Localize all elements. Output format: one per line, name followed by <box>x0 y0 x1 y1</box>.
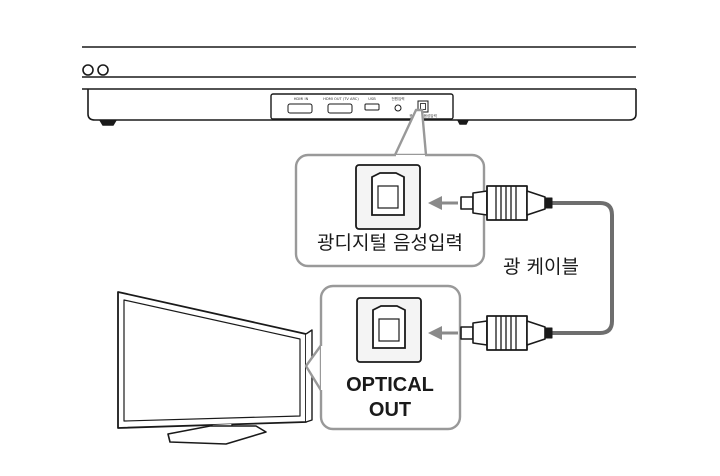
plug-top-body <box>486 185 528 221</box>
port-label-usb: USB <box>368 97 376 101</box>
plug-bottom-cable-end <box>544 327 553 339</box>
cable-plug-bottom <box>460 315 553 351</box>
port-label-power: 전원입력 <box>391 96 404 101</box>
callout-optical-out: OPTICAL OUT <box>304 284 462 431</box>
television <box>117 291 313 445</box>
optical-cable-line <box>550 201 614 335</box>
soundbar <box>82 46 637 126</box>
power-port <box>394 104 402 112</box>
optical-out-label-line1: OPTICAL <box>346 374 434 396</box>
callout-pointer-bottom <box>304 343 324 393</box>
insert-arrow-top <box>428 196 458 210</box>
optical-input-label: 광디지털 음성입력 <box>317 232 463 254</box>
plug-top-collar <box>472 190 488 216</box>
callout-optical-input: 광디지털 음성입력 <box>294 108 486 268</box>
soundbar-foot-left <box>99 119 117 126</box>
optical-out-port-socket <box>372 305 406 349</box>
tv-stand-base <box>167 425 267 445</box>
optical-cable-label: 광 케이블 <box>503 256 579 278</box>
rear-connector-panel: HDMI IN HDMI OUT (TV ARC) USB 전원입력 광디지털 … <box>270 93 454 120</box>
optical-input-port-socket <box>371 172 405 216</box>
port-label-hdmi-out: HDMI OUT (TV ARC) <box>323 97 359 101</box>
plug-top-cable-end <box>544 197 553 209</box>
soundbar-button-1 <box>82 64 94 76</box>
soundbar-rear-body <box>87 89 637 121</box>
soundbar-foot-right <box>457 119 469 125</box>
arrow-top-head <box>428 196 442 210</box>
arrow-bottom-head <box>428 326 442 340</box>
plug-top-tip <box>460 196 474 210</box>
hdmi-in-port <box>287 103 313 114</box>
optical-out-port-inner <box>378 318 400 342</box>
soundbar-button-2 <box>97 64 109 76</box>
insert-arrow-bottom <box>428 326 458 340</box>
plug-top-strain-relief <box>526 190 546 216</box>
hdmi-out-port <box>327 103 353 114</box>
cable-plug-top <box>460 185 553 221</box>
plug-bottom-strain-relief <box>526 320 546 346</box>
usb-port <box>364 103 380 111</box>
tv-screen <box>123 299 301 422</box>
plug-bottom-grip <box>495 316 517 350</box>
plug-bottom-body <box>486 315 528 351</box>
callout-pointer-top <box>393 108 428 156</box>
port-label-hdmi-in: HDMI IN <box>294 97 309 101</box>
optical-out-label-line2: OUT <box>369 399 411 421</box>
plug-bottom-collar <box>472 320 488 346</box>
optical-input-port-inner <box>377 185 399 209</box>
plug-top-grip <box>495 186 517 220</box>
rear-panel-frame <box>270 93 454 120</box>
plug-bottom-tip <box>460 326 474 340</box>
